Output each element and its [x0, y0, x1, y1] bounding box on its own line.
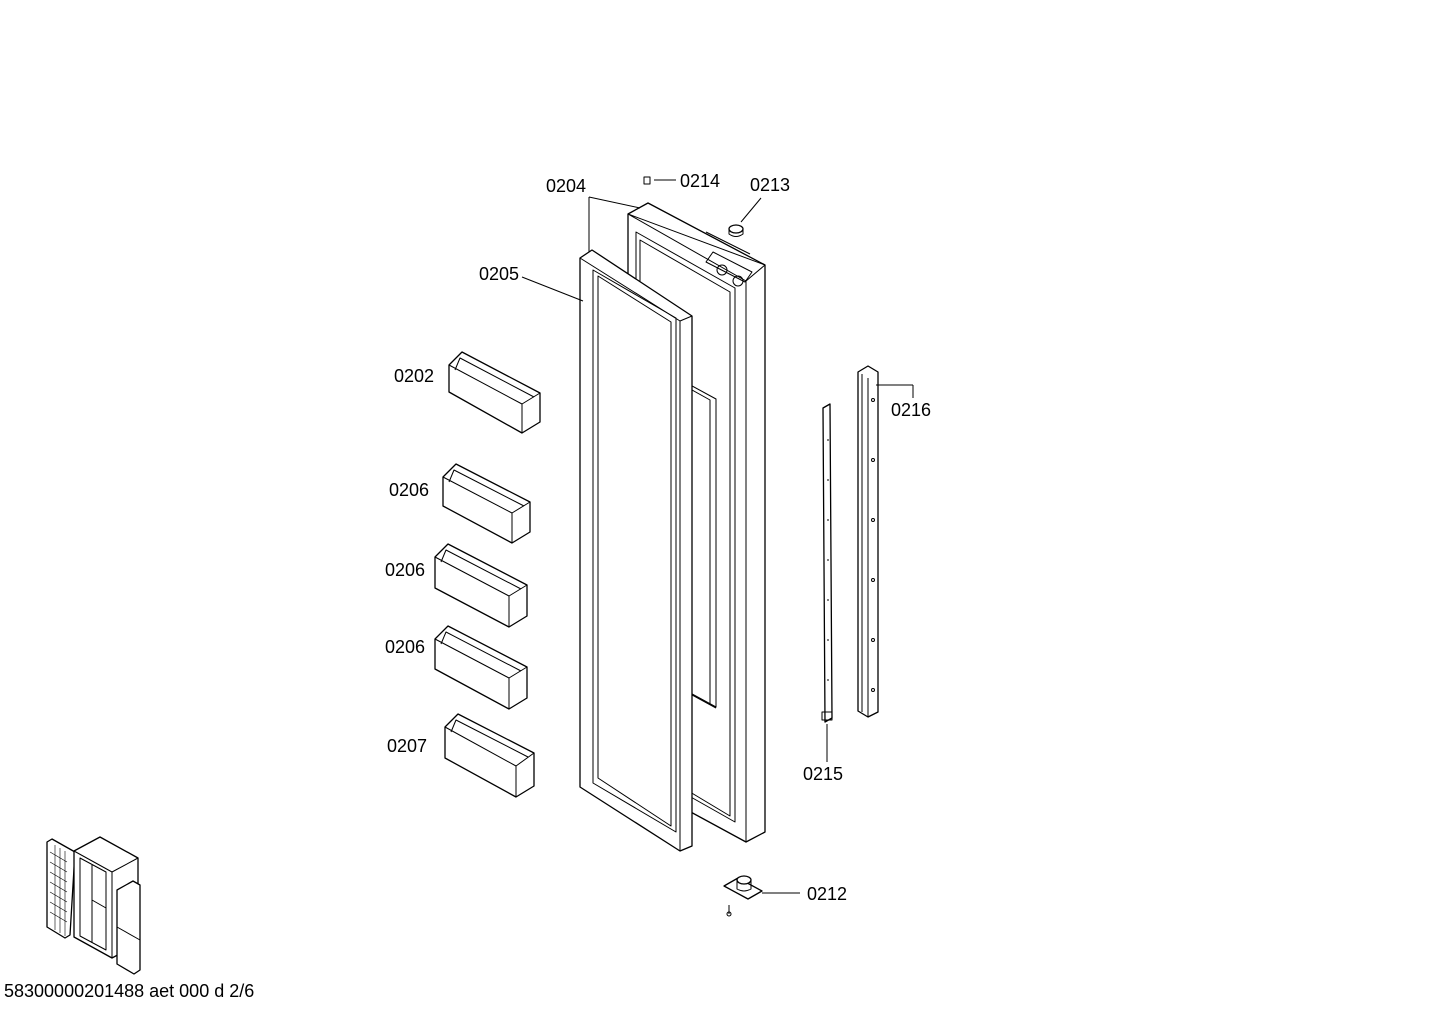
door-bin-part-0202[interactable] [448, 351, 541, 434]
label-0215: 0215 [803, 764, 843, 784]
label-0202: 0202 [394, 366, 434, 386]
label-0205: 0205 [479, 264, 519, 284]
label-0206-second: 0206 [385, 560, 425, 580]
label-0213: 0213 [750, 175, 790, 195]
leader-lines [521, 179, 914, 894]
door-bin-part-0206-2[interactable] [434, 543, 528, 628]
label-0214: 0214 [680, 171, 720, 191]
cap-part-0214[interactable] [643, 176, 651, 185]
door-gasket-part[interactable] [579, 249, 693, 852]
appliance-overview-thumbnail [46, 836, 141, 975]
label-0206-first: 0206 [389, 480, 429, 500]
label-0212: 0212 [807, 884, 847, 904]
hinge-cover-part-0213[interactable] [728, 224, 744, 237]
label-0207: 0207 [387, 736, 427, 756]
label-0204: 0204 [546, 176, 586, 196]
door-bin-part-0207[interactable] [444, 713, 535, 798]
label-0206-third: 0206 [385, 637, 425, 657]
document-reference: 58300000201488 aet 000 d 2/6 [4, 981, 254, 1001]
door-bin-part-0206-1[interactable] [442, 463, 531, 544]
rail-part-0216[interactable] [857, 365, 879, 718]
strip-part-0215[interactable] [821, 403, 833, 723]
door-bin-part-0206-3[interactable] [434, 625, 528, 710]
label-0216: 0216 [891, 400, 931, 420]
hinge-part-0212[interactable] [723, 875, 763, 917]
